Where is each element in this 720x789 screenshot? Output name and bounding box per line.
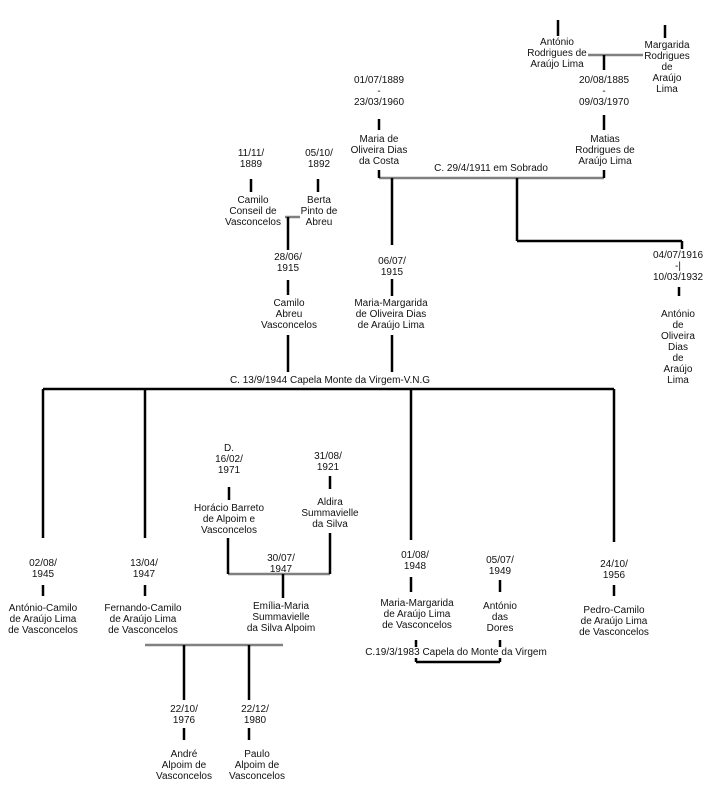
person-name: António Rodrigues de Araújo Lima [527,37,587,70]
person-dates: D. 16/02/ 1971 [215,443,243,476]
person-name: Aldira Summavielle da Silva [301,497,359,530]
person-dates: 11/11/ 1889 [237,148,265,170]
person-dates: 24/10/ 1956 [600,559,628,581]
person-name: Camilo Abreu Vasconcelos [261,298,317,331]
person-dates: 22/10/ 1976 [170,704,198,726]
person-name: Berta Pinto de Abreu [300,195,338,228]
person-dates: 05/07/ 1949 [486,555,514,577]
person-name: André Alpoim de Vasconcelos [156,749,212,782]
person-name: Maria-Margarida de Oliveira Dias de Araú… [354,298,428,331]
person-dates: 28/06/ 1915 [274,252,302,274]
person-name: António das Dores [483,601,517,634]
person-dates: 05/10/ 1892 [305,148,333,170]
marriage-label: C. 13/9/1944 Capela Monte da Virgem-V.N.… [228,375,432,386]
person-dates: 02/08/ 1945 [29,558,57,580]
person-dates: 22/12/ 1980 [241,704,269,726]
person-name: Camilo Conseil de Vasconcelos [225,195,281,228]
person-dates: 13/04/ 1947 [130,558,158,580]
marriage-label: C. 29/4/1911 em Sobrado [433,163,549,174]
person-name: António-Camilo de Araújo Lima de Vasconc… [8,603,78,636]
person-dates: 01/07/1889 - 23/03/1960 [353,75,405,108]
person-dates: 20/08/1885 - 09/03/1970 [578,75,630,108]
person-dates: 31/08/ 1921 [314,451,342,473]
person-name: Horácio Barreto de Alpoim e Vasconcelos [193,503,265,536]
person-name: Margarida Rodrigues de Araújo Lima [644,40,690,95]
person-name: Maria-Margarida de Araújo Lima de Vascon… [380,598,454,631]
person-name: Maria de Oliveira Dias da Costa [350,134,408,167]
marriage-label: C.19/3/1983 Capela do Monte da Virgem [364,647,548,658]
person-name: António de Oliveira Dias de Araújo Lima [661,309,695,386]
person-name: Pedro-Camilo de Araújo Lima de Vasconcel… [579,605,649,638]
person-dates: 06/07/ 1915 [378,256,406,278]
person-name: Paulo Alpoim de Vasconcelos [229,749,285,782]
person-dates: 01/08/ 1948 [401,550,429,572]
person-name: Matias Rodrigues de Araújo Lima [575,134,635,167]
person-name: Fernando-Camilo de Araújo Lima de Vascon… [104,603,182,636]
person-dates: 04/07/1916 -| 10/03/1932 [652,250,704,283]
person-dates: 30/07/ 1947 [267,553,295,575]
person-name: Emília-Maria Summavielle da Silva Alpoim [246,601,316,634]
